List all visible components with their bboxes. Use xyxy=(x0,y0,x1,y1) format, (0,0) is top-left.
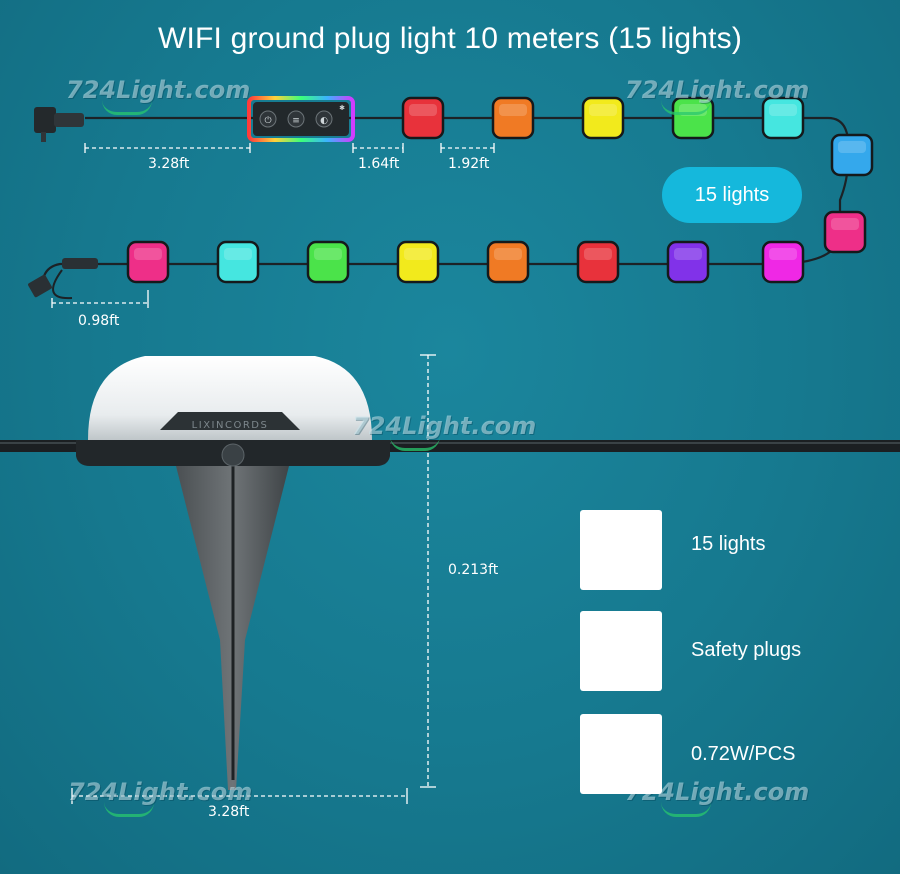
feature-box-lights xyxy=(580,510,662,590)
page-title: WIFI ground plug light 10 meters (15 lig… xyxy=(157,22,743,55)
light-module-highlight xyxy=(769,104,797,116)
watermark: 724Light.com xyxy=(352,412,537,440)
feature-label: Safety plugs xyxy=(691,639,802,661)
light-module-highlight xyxy=(314,248,342,260)
light-module-highlight xyxy=(831,218,859,230)
wifi-controller: ⏻ ≡ ◐ ✱ xyxy=(247,96,355,142)
light-module xyxy=(581,96,625,140)
light-module-highlight xyxy=(584,248,612,260)
dimension-label: 3.28ft xyxy=(148,156,190,172)
feature-label: 0.72W/PCS xyxy=(691,743,796,765)
light-module-highlight xyxy=(769,248,797,260)
ground-lamp-closeup: LIXINCORDS xyxy=(0,356,900,790)
light-module xyxy=(216,240,260,284)
light-module-highlight xyxy=(494,248,522,260)
light-module xyxy=(576,240,620,284)
dimension-lines xyxy=(51,143,495,804)
light-module-highlight xyxy=(674,248,702,260)
svg-text:✱: ✱ xyxy=(339,104,345,112)
end-connector xyxy=(28,258,98,298)
watermark-swoosh xyxy=(661,100,711,115)
watermark: 724Light.com xyxy=(66,76,251,104)
svg-text:⏻: ⏻ xyxy=(264,115,271,126)
power-adapter xyxy=(34,107,84,142)
feature-box-power xyxy=(580,714,662,794)
dimension-label: 0.98ft xyxy=(78,313,120,329)
light-module xyxy=(666,240,710,284)
light-module xyxy=(761,240,805,284)
light-module-highlight xyxy=(404,248,432,260)
lamp-brand: LIXINCORDS xyxy=(192,420,269,431)
light-module xyxy=(491,96,535,140)
feature-label: 15 lights xyxy=(691,533,766,555)
lamp-width-label: 3.28ft xyxy=(208,804,250,820)
light-module-highlight xyxy=(224,248,252,260)
light-module xyxy=(306,240,350,284)
lights-count-badge: 15 lights xyxy=(662,167,802,223)
light-modules xyxy=(126,96,874,284)
light-module xyxy=(830,133,874,177)
dimension-label: 1.92ft xyxy=(448,156,490,172)
light-module xyxy=(396,240,440,284)
light-module-highlight xyxy=(499,104,527,116)
watermark-swoosh xyxy=(104,802,154,817)
light-module xyxy=(486,240,530,284)
light-module xyxy=(761,96,805,140)
light-module xyxy=(823,210,867,254)
lamp-height-label: 0.213ft xyxy=(448,562,499,578)
watermark: 724Light.com xyxy=(625,76,810,104)
light-module xyxy=(401,96,445,140)
svg-text:◐: ◐ xyxy=(320,116,328,126)
watermark-swoosh xyxy=(102,100,152,115)
watermark-swoosh xyxy=(390,436,440,451)
watermark: 724Light.com xyxy=(68,778,253,806)
watermark-swoosh xyxy=(661,802,711,817)
svg-text:≡: ≡ xyxy=(292,116,300,126)
feature-box-plugs xyxy=(580,611,662,691)
light-module-highlight xyxy=(589,104,617,116)
light-module-highlight xyxy=(409,104,437,116)
dimension-label: 1.64ft xyxy=(358,156,400,172)
light-module-highlight xyxy=(134,248,162,260)
light-module-highlight xyxy=(838,141,866,153)
light-module xyxy=(126,240,170,284)
